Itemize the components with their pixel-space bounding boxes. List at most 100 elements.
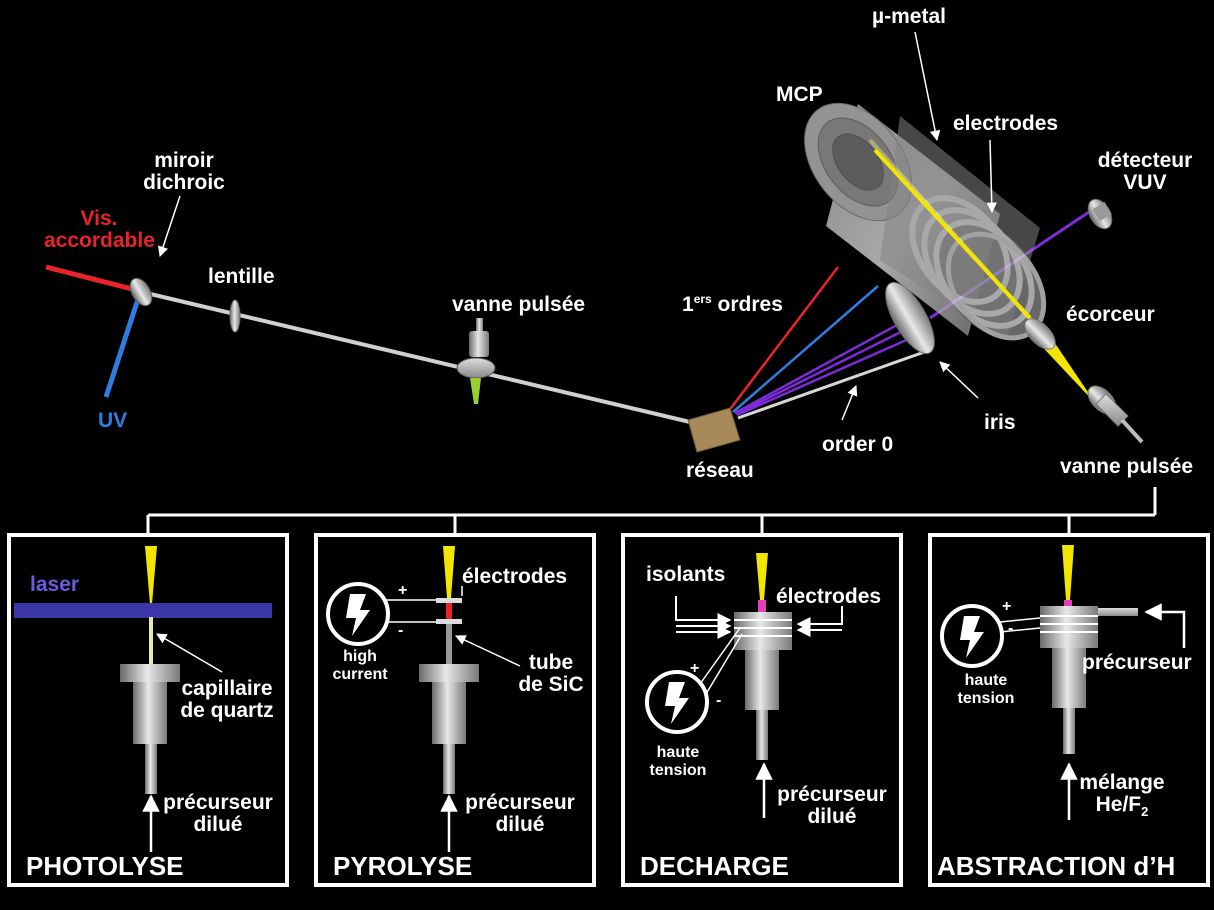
abstraction-minus: - (1008, 620, 1014, 637)
abstraction-wire-minus (999, 627, 1041, 633)
label-uv: UV (98, 409, 128, 432)
haute-tension-3-line2: tension (649, 762, 707, 779)
arrow-capillaire (156, 633, 223, 673)
label-vanne-pulsee-left: vanne pulsée (452, 293, 586, 316)
first-order-violet-3 (736, 328, 930, 417)
vis-line2: accordable (44, 229, 155, 252)
label-precurseur-2: précurseur dilué (460, 792, 580, 836)
abstraction-plus: + (1002, 598, 1012, 615)
vuv-detector (1087, 198, 1113, 230)
arrow-miroir (158, 195, 181, 257)
molecular-beam-inner (873, 148, 1032, 320)
high-current-line2: current (332, 666, 388, 683)
label-electrodes-decharge: électrodes (776, 585, 882, 608)
grating (687, 407, 741, 458)
arrow-mu-metal (914, 31, 941, 142)
high-current-icon (326, 582, 390, 646)
lens (229, 299, 241, 333)
pyrolyse-minus: - (398, 622, 404, 639)
panel-title-decharge: DECHARGE (640, 851, 789, 881)
abstraction-wire-plus (999, 617, 1041, 623)
decharge-wire-plus (699, 627, 741, 685)
visible-laser-beam (45, 264, 137, 293)
high-current-line1: high (343, 648, 377, 665)
label-reseau: réseau (686, 459, 754, 482)
detecteur-line2: VUV (1123, 171, 1167, 194)
electrodes-arrows-decharge (796, 606, 843, 637)
uv-laser-beam (103, 292, 143, 398)
label-high-current: high current (332, 648, 388, 684)
panel-title-pyrolyse: PYROLYSE (333, 851, 473, 881)
label-capillaire: capillaire de quartz (172, 678, 282, 722)
vis-line1: Vis. (80, 207, 118, 230)
photolyse-valve (14, 546, 272, 794)
melange-line2-sub: 2 (1141, 804, 1149, 820)
arrow-iris (939, 361, 979, 399)
dichroic-mirror (129, 277, 153, 307)
label-vis-accordable: Vis. accordable (44, 207, 155, 252)
tube-line2: de SiC (518, 673, 584, 696)
precurseur1-line1: précurseur (163, 791, 273, 814)
arrow-order0 (841, 385, 858, 421)
first-order-violet-1 (734, 310, 922, 415)
label-precurseur-1: précurseur dilué (158, 792, 278, 836)
label-order0: order 0 (822, 433, 894, 456)
label-precurseur-4: précurseur (1082, 651, 1192, 674)
capillaire-line1: capillaire (181, 677, 273, 700)
label-miroir-dichroic: miroir dichroic (134, 150, 234, 194)
label-mcp: MCP (776, 83, 823, 106)
premiers-ordres-base: 1 (682, 293, 694, 316)
label-haute-tension-decharge: haute tension (644, 744, 712, 780)
haute-tension-4-line2: tension (957, 690, 1015, 707)
melange-line1: mélange (1079, 771, 1165, 794)
pyrolyse-valve (419, 546, 479, 794)
label-mu-metal: µ-metal (872, 5, 946, 28)
panel-title-abstraction: ABSTRACTION d’H (937, 851, 1176, 881)
label-haute-tension-abstraction: haute tension (950, 672, 1022, 708)
label-precurseur-3: précurseur dilué (770, 784, 894, 828)
precurseur3-line1: précurseur (777, 783, 887, 806)
isolants-arrows (675, 596, 732, 639)
decharge-valve (734, 553, 792, 760)
label-electrodes-top: electrodes (953, 112, 1059, 135)
label-tube-sic: tube de SiC (506, 652, 596, 696)
label-laser: laser (30, 573, 80, 596)
arrow-tube-sic (455, 635, 521, 667)
label-melange: mélange He/F2 (1072, 771, 1172, 820)
panel-connector (146, 487, 1157, 535)
pulsed-valve-right (1087, 385, 1144, 444)
combined-beam (141, 290, 691, 424)
decharge-wire-minus (705, 633, 743, 695)
pyrolyse-plus: + (398, 582, 408, 599)
mu-metal-chamber (804, 102, 1047, 341)
premiers-ordres-sup: ers (693, 292, 712, 306)
iris (885, 281, 935, 355)
panel-title-photolyse: PHOTOLYSE (26, 851, 184, 881)
label-lentille: lentille (208, 265, 275, 288)
abstraction-valve (1040, 545, 1138, 754)
precurseur2-line1: précurseur (465, 791, 575, 814)
haute-tension-4-line1: haute (964, 672, 1008, 689)
label-vanne-pulsee-right: vanne pulsée (1060, 455, 1194, 478)
decharge-minus: - (716, 692, 722, 709)
decharge-plus: + (690, 660, 700, 677)
miroir-line1: miroir (154, 149, 214, 172)
label-isolants: isolants (646, 563, 726, 586)
pulsed-valve-left (456, 318, 496, 404)
arrow-precurseur-4 (1144, 603, 1186, 648)
precurseur2-line2: dilué (495, 813, 545, 836)
label-ecorceur: écorceur (1066, 303, 1155, 326)
label-detecteur-vuv: détecteur VUV (1090, 150, 1200, 194)
haute-tension-icon-decharge (645, 670, 709, 734)
skimmer (1024, 318, 1056, 350)
label-iris: iris (984, 411, 1016, 434)
haute-tension-icon-abstraction (940, 604, 1004, 668)
first-order-blue (732, 285, 879, 413)
zero-order-beam (737, 348, 931, 420)
premiers-ordres-rest: ordres (711, 293, 783, 316)
label-premiers-ordres: 1ers ordres (682, 292, 783, 316)
arrow-electrodes (986, 139, 997, 214)
detecteur-line1: détecteur (1097, 149, 1193, 172)
